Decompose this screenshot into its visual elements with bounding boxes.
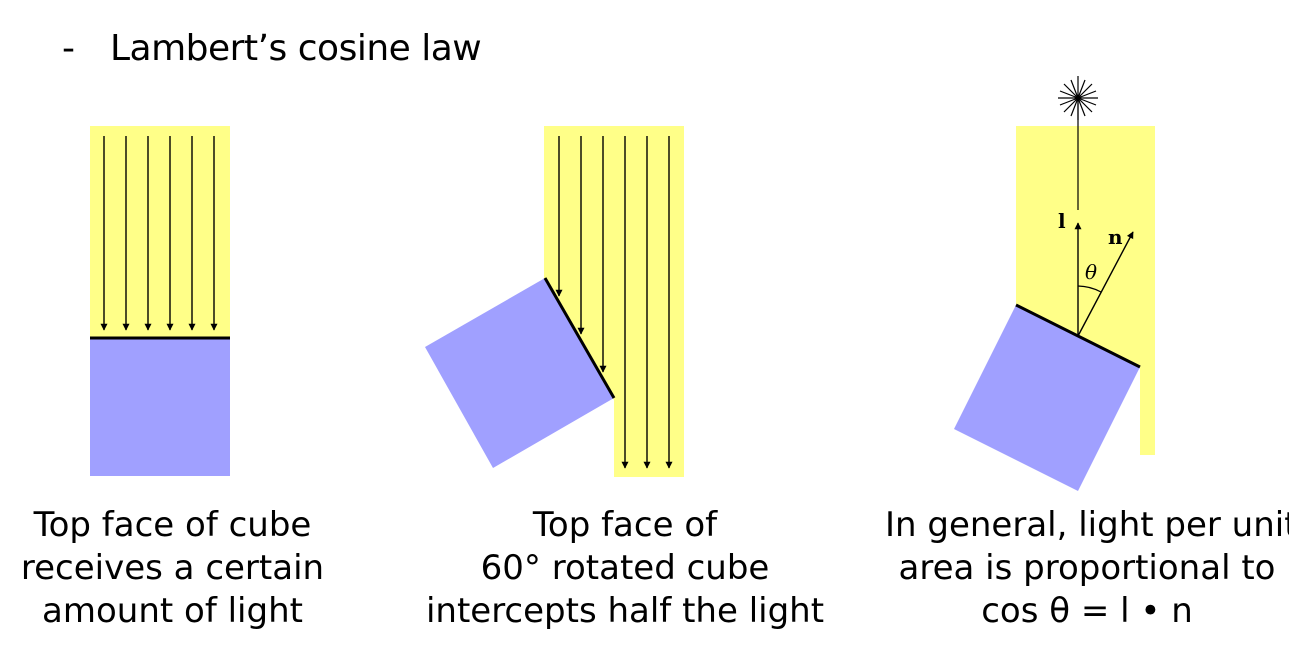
angle-label: θ [1085,260,1097,284]
caption-line: Top face of cube [33,505,312,545]
sun-icon [1058,76,1098,126]
caption-line: receives a certain [20,548,325,588]
caption-line: Top face of [532,505,718,545]
bullet-marker: - [62,28,75,69]
light-rays [555,136,673,469]
cube [90,338,230,476]
light-beam [90,126,230,338]
panel-1-flat-cube [90,126,230,476]
cube [954,305,1140,491]
caption-panel-3: In general, light per unit area is propo… [885,504,1289,633]
top-face-edge [543,277,616,399]
panel-3-general-case: l n θ [954,76,1155,491]
caption-line: amount of light [42,591,303,631]
caption-line: intercepts half the light [425,591,825,631]
caption-line: cos θ = l • n [981,591,1193,631]
light-beam-upper [544,126,614,400]
caption-panel-2: Top face of 60° rotated cube intercepts … [420,504,830,633]
light-beam [1016,126,1155,455]
panel-2-rotated-cube [425,126,684,477]
normal-vector-label: n [1108,225,1123,249]
light-vector-label: l [1058,209,1066,233]
caption-line: area is proportional to [898,548,1276,588]
cube [425,278,614,468]
heading-lamberts-cosine-law: Lambert’s cosine law [110,28,482,69]
normal-vector-arrow [1077,231,1134,337]
light-rays [100,136,218,331]
caption-line: 60° rotated cube [480,548,770,588]
angle-arc [1077,285,1102,293]
caption-panel-1: Top face of cube receives a certain amou… [0,504,345,633]
caption-line: In general, light per unit [885,505,1289,545]
